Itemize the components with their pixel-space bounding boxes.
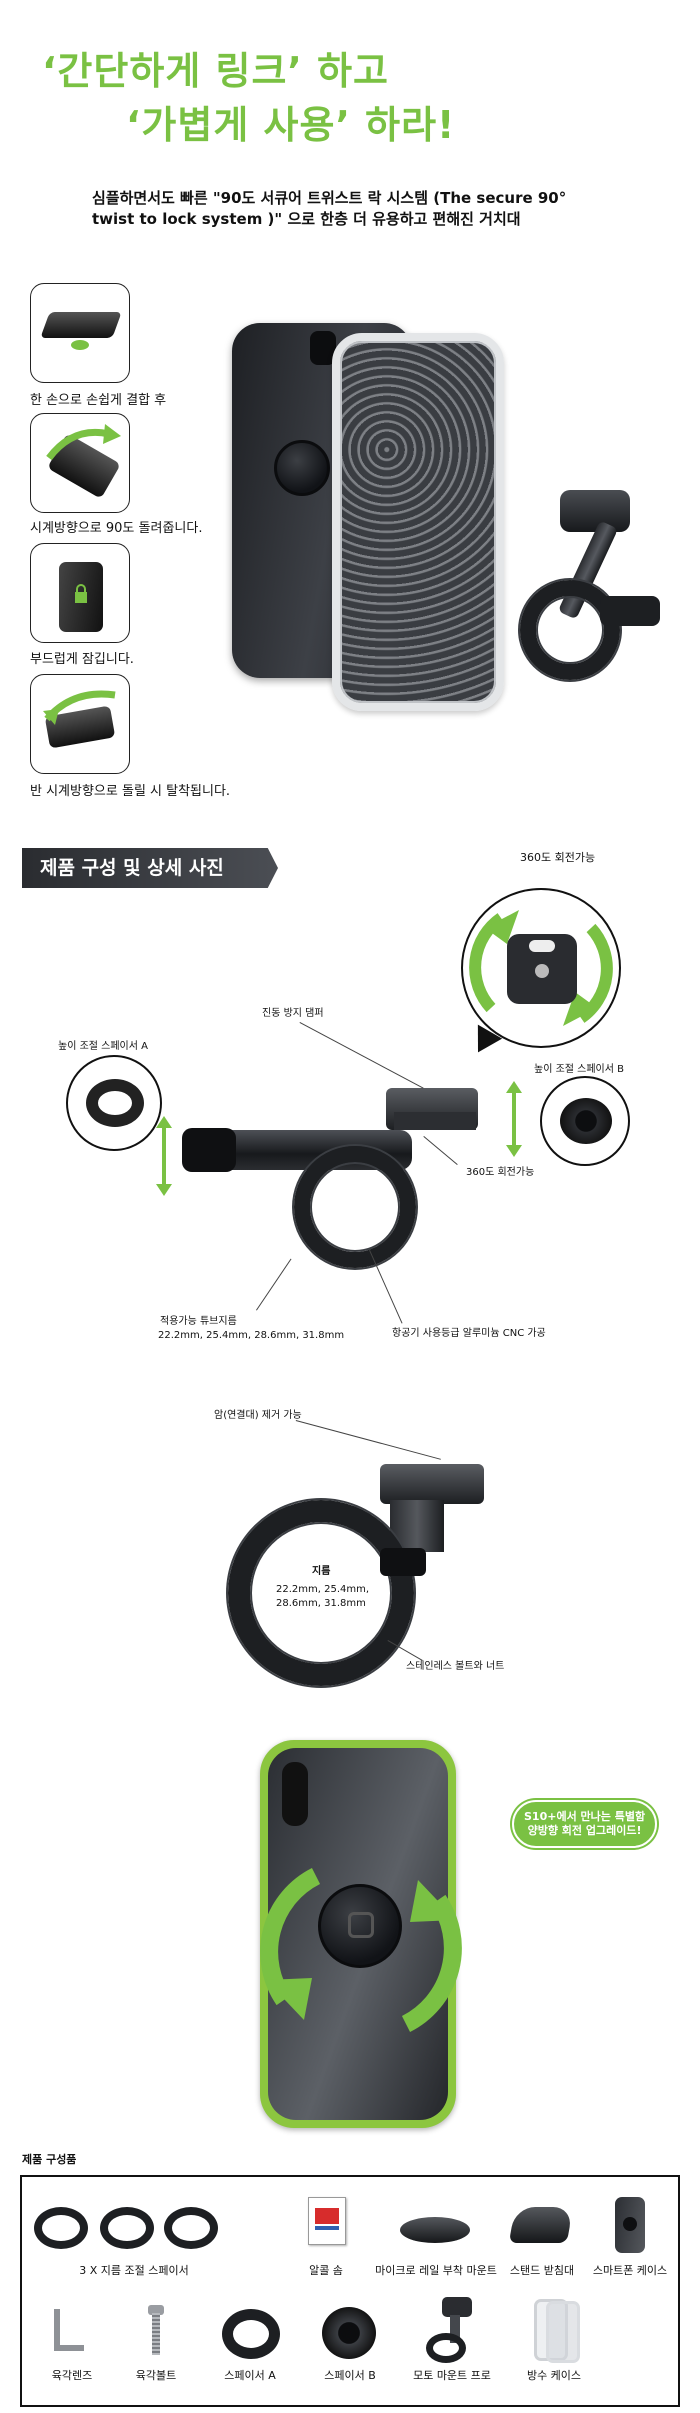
- stand-base-icon: [508, 2207, 574, 2243]
- rotate-arrows-icon: [260, 1867, 462, 2033]
- components-title: 제품 구성품: [22, 2153, 77, 2166]
- component-caption-11: 방수 케이스: [526, 2369, 582, 2382]
- component-caption-8: 스페이서 A: [224, 2369, 276, 2382]
- components-box: 3 X 지름 조절 스페이서 알콜 솜 마이크로 레일 부착 마운트 스탠드 받…: [20, 2175, 680, 2407]
- component-caption-9: 스페이서 B: [324, 2369, 376, 2382]
- headline-line2: ‘가볍게 사용’ 하라!: [126, 103, 456, 147]
- component-caption-2: 알콜 솜: [309, 2264, 343, 2277]
- phone-case-icon: [615, 2197, 645, 2253]
- rotation-label: 360도 회전가능: [520, 851, 596, 864]
- step-4-caption: 반 시계방향으로 돌릴 시 탈착됩니다.: [30, 784, 231, 799]
- component-caption-1: 3 X 지름 조절 스페이서: [79, 2264, 189, 2277]
- alcohol-swab-icon: [308, 2197, 346, 2245]
- spacer-a-icon: [222, 2309, 280, 2359]
- rotation-label-2: 360도 회전가능: [466, 1167, 535, 1178]
- step-4-image: [30, 674, 130, 774]
- upgrade-bubble: S10+에서 만나는 특별함 양방향 회전 업그레이드!: [512, 1800, 658, 1848]
- lock-icon: [75, 584, 87, 603]
- rotate-arrows-icon: [469, 910, 613, 1026]
- step-2-caption: 시계방향으로 90도 돌려줍니다.: [30, 521, 203, 536]
- diameter-line2: 28.6mm, 31.8mm: [276, 1598, 366, 1609]
- green-phone-case: [260, 1740, 456, 2128]
- component-caption-6: 육각렌즈: [51, 2369, 93, 2382]
- step-1-caption: 한 손으로 손쉽게 결합 후: [30, 393, 167, 408]
- tube-label: 적용가능 튜브지름: [160, 1316, 237, 1327]
- micro-rail-mount-icon: [400, 2217, 470, 2243]
- spacer-b-icon: [322, 2307, 376, 2359]
- bubble-line1: S10+에서 만나는 특별함: [524, 1810, 646, 1823]
- intro-line1: 심플하면서도 빠른 "90도 서큐어 트위스트 락 시스템 (The secur…: [92, 189, 567, 207]
- component-caption-7: 육각볼트: [135, 2369, 177, 2382]
- step-2-image: [30, 413, 130, 513]
- step-3-image: [30, 543, 130, 643]
- section-title: 제품 구성 및 상세 사진: [22, 848, 278, 888]
- intro-line2: twist to lock system )" 으로 한층 더 유용하고 편해진…: [92, 210, 521, 228]
- spacer-b-circle: [540, 1076, 630, 1166]
- spacer-a-label: 높이 조절 스페이서 A: [58, 1041, 148, 1052]
- step-3-caption: 부드럽게 잠깁니다.: [30, 652, 134, 667]
- tube-sizes: 22.2mm, 25.4mm, 28.6mm, 31.8mm: [158, 1330, 345, 1341]
- diameter-line1: 22.2mm, 25.4mm,: [276, 1584, 370, 1595]
- spacer-b-label: 높이 조절 스페이서 B: [534, 1064, 624, 1075]
- bolt-label: 스테인레스 볼트와 너트: [406, 1661, 505, 1672]
- component-caption-5: 스마트폰 케이스: [592, 2264, 668, 2277]
- rotation-detail-circle: [461, 888, 621, 1048]
- phone-on-mount-icon: [40, 312, 122, 338]
- bubble-line2: 양방향 회전 업그레이드!: [527, 1824, 642, 1837]
- headline-line1: ‘간단하게 링크’ 하고: [42, 49, 390, 93]
- waterproof-case: [332, 333, 504, 711]
- component-caption-4: 스탠드 받침대: [509, 2264, 575, 2277]
- aluminium-label: 항공기 사용등급 알루미늄 CNC 가공: [392, 1328, 546, 1339]
- step-1-image: [30, 283, 130, 383]
- spacer-a-circle: [66, 1055, 162, 1151]
- damper-label: 진동 방지 댐퍼: [262, 1008, 324, 1019]
- component-caption-10: 모토 마운트 프로: [413, 2369, 491, 2382]
- arm-label: 암(연결대) 제거 가능: [214, 1410, 302, 1421]
- diameter-title: 지름: [312, 1566, 331, 1577]
- component-caption-3: 마이크로 레일 부착 마운트: [375, 2264, 497, 2277]
